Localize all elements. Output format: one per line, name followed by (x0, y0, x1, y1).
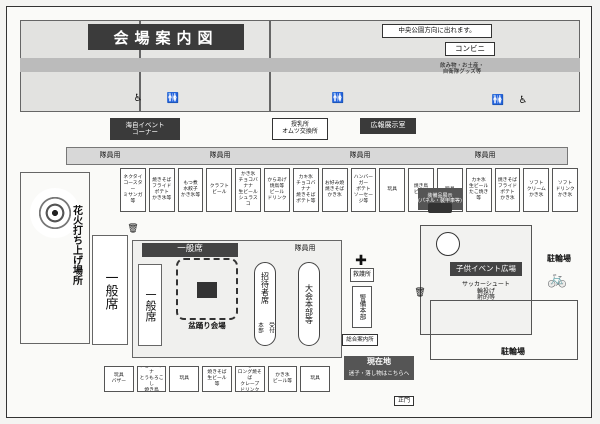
corridor (20, 58, 580, 72)
sea-event-corner: 海自イベント コーナー (110, 118, 180, 140)
stall-item: 焼きそば フライドポテト かき氷等 (148, 168, 175, 212)
honbu-label: 本部 (257, 321, 263, 333)
staff-label: 隊員用 (209, 151, 231, 160)
stall-item: 揚げたこ焼き ロング焼そば クレープ ドリンク かき氷 (234, 366, 265, 392)
elevator-icon: ♿ (133, 92, 143, 104)
yagura-icon (197, 282, 217, 298)
fireworks-icon (30, 188, 80, 238)
stall-item: もつ煮 水餃子 かき氷等 (177, 168, 204, 212)
stall-item: カキ氷 生ビール たこ焼き等 (465, 168, 492, 212)
stall-item: かき氷 チョコバナナ 生ビール シュラスコ (235, 168, 262, 212)
current-location-box (344, 356, 414, 380)
fireworks-zone-border (20, 172, 90, 344)
stall-item: かき氷 ビール等 (267, 366, 298, 392)
staff-label: 隊員用 (294, 244, 316, 253)
trash-icon: 🗑 (127, 224, 139, 234)
stall-item: カキ氷 チョコバナナ 焼きそば ポテト等 (292, 168, 319, 212)
stall-item: 焼きそば フライドポテト かき氷 (494, 168, 521, 212)
stall-row-top: ネクタイ コースター ミサンガ等焼きそば フライドポテト かき氷等もつ煮 水餃子… (120, 168, 578, 212)
staff-label: 隊員用 (99, 151, 121, 160)
main-gate: 正門 (394, 396, 414, 406)
stall-item: 玩具 (169, 366, 200, 392)
bicycle-icon: 🚲 (547, 268, 567, 288)
bon-dance-label: 盆踊り会場 (188, 320, 226, 330)
balloon-icon (436, 232, 460, 256)
stall-item: ハンバーガー ポテト ソーセージ等 (350, 168, 377, 212)
general-seat-mid: 一般席 (138, 264, 162, 346)
hq-area (298, 262, 320, 346)
stall-item: ネクタイ コースター ミサンガ等 (120, 168, 146, 212)
staff-label: 隊員用 (349, 151, 371, 160)
nursing-room: 授乳所 オムツ交換所 (272, 118, 328, 140)
kids-activities: サッカーシュート 輪投げ 射的等 (462, 281, 510, 302)
guest-seat: 招待者席 (260, 272, 270, 304)
reception-label: 受付 (268, 321, 274, 333)
stall-item: クラフト ビール (206, 168, 233, 212)
stall-item: からあげ 焼鳥等 ビール ドリンク (264, 168, 290, 212)
tank-icon (428, 203, 452, 213)
stall-item: ソフト ドリンク かき氷 (552, 168, 578, 212)
police-hq: 警備本部 (352, 286, 372, 328)
convenience-store: コンビニ (445, 42, 495, 56)
current-location: 現在地 (367, 356, 391, 366)
pr-exhibit-room: 広報展示室 (360, 118, 416, 134)
hq-label: 大会本部等 (304, 284, 314, 324)
general-seat-left: 一般席 (92, 235, 128, 345)
stall-item: 玩具 (379, 168, 406, 212)
fireworks-area-label: 花火打ち上げ場所 (70, 205, 82, 285)
stall-item: 玩具 (300, 366, 331, 392)
bicycle-parking-zone (430, 300, 578, 360)
stall-item: チョコバナナ とうもろこし 焼き鳥 (136, 366, 167, 392)
page-title: 会場案内図 (88, 24, 244, 50)
wheelchair-icon: ♿ (518, 94, 528, 106)
first-aid-station: 救護所 (350, 268, 374, 282)
red-cross-icon: ✚ (355, 253, 367, 269)
bicycle-parking-1: 駐輪場 (547, 253, 571, 263)
kids-event-plaza: 子供イベント広場 (450, 262, 522, 276)
trash-icon: 🗑 (414, 288, 426, 298)
guest-seat-area (254, 262, 276, 346)
bicycle-parking-2: 駐輪場 (501, 346, 525, 356)
restroom-icon: 🚻 (491, 94, 505, 106)
stall-item: 玩具 バザー (104, 366, 134, 392)
staff-row (66, 147, 568, 165)
stall-item: ソフト クリーム かき氷 (523, 168, 550, 212)
staff-label: 隊員用 (474, 151, 496, 160)
lost-and-found: 迷子・落し物はこちらへ (348, 370, 410, 377)
stall-item: お好み焼 焼きそば かき氷 (321, 168, 348, 212)
info-desk: 総合案内所 (342, 334, 378, 346)
general-seat-top: 一般席 (142, 243, 238, 257)
stall-item: 焼きそば 生ビール 等 (202, 366, 232, 392)
bon-dance-ring (176, 258, 238, 320)
convenience-goods: 飲み物・お土産・ 自衛隊グッズ等 (439, 62, 484, 75)
restroom-icon: 🚻 (331, 92, 345, 104)
restroom-icon: 🚻 (166, 92, 180, 104)
central-park-note: 中央公園方向に出れます。 (382, 24, 492, 38)
